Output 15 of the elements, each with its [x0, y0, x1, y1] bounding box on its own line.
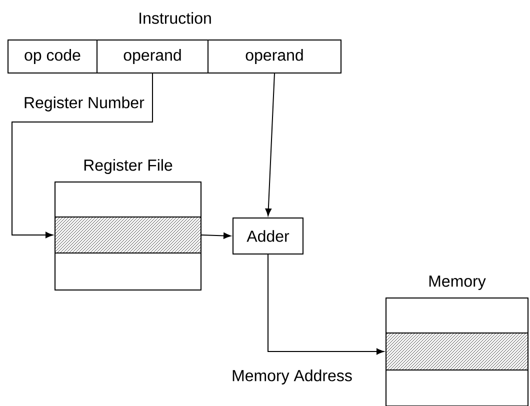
- node-label: Register File: [84, 159, 172, 174]
- field-box: operand: [208, 40, 342, 74]
- adder-box: Adder: [232, 218, 304, 254]
- arrow: [268, 254, 384, 355]
- hatched-row: [54, 216, 202, 254]
- heading: Instruction: [140, 12, 211, 24]
- hatched-row: [386, 332, 528, 370]
- arrow: [201, 232, 232, 239]
- edge-label: Register Number: [22, 96, 146, 112]
- field-box: operand: [96, 40, 208, 74]
- field-box: op code: [8, 40, 98, 74]
- arrow: [265, 73, 275, 216]
- edge-label: Memory Address: [230, 368, 354, 386]
- arrow: [12, 73, 153, 238]
- node-label: Memory: [429, 276, 486, 290]
